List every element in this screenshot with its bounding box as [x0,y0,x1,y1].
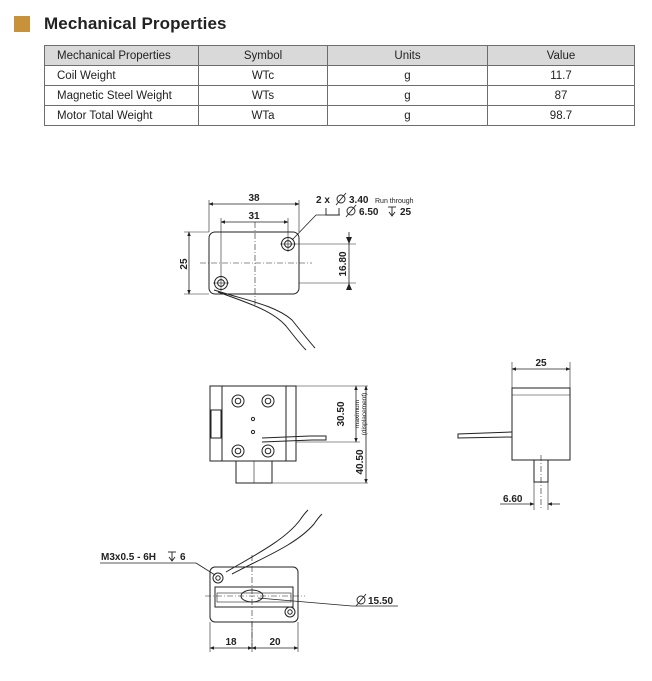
column-header-property: Mechanical Properties [44,45,199,66]
side-view-body [511,387,571,461]
counterbore-depth: 25 [400,207,412,218]
dim-top-width-inner: 31 [248,211,260,222]
thread-callout: M3x0.5 - 6H [101,552,156,563]
counterbore-dia: 6.50 [359,207,379,218]
front-view-labels: 30.50 40.50 maximum (displacement) [336,393,368,475]
thread-depth: 6 [180,552,186,563]
table-cell-symbol: WTc [198,65,328,86]
bottom-view [100,509,398,652]
table-header-row: Mechanical Properties Symbol Units Value [44,45,635,66]
table-cell-value: 98.7 [487,105,635,126]
diameter-icon [335,192,347,206]
table-row: Motor Total Weight WTa g 98.7 [44,105,635,126]
side-view-labels: 25 6.60 [503,358,547,505]
side-view [457,362,571,510]
hole-callout-dia: 3.40 [349,195,369,206]
counterbore-icon [325,208,340,216]
hole-callout-note: Run through [375,198,414,205]
dim-side-width: 25 [535,358,547,369]
top-view [184,200,356,351]
mechanical-properties-table: Mechanical Properties Symbol Units Value… [44,45,635,126]
dim-bottom-diameter: 15.50 [368,596,393,607]
diameter-icon [345,204,357,218]
hole-callout-prefix: 2 x [316,195,330,206]
front-view-body [209,385,297,462]
table-cell-property: Motor Total Weight [44,105,199,126]
section-header: Mechanical Properties [14,13,227,35]
front-view [209,385,368,484]
dim-bottom-right: 20 [269,637,281,648]
dim-top-height: 25 [179,258,190,270]
dim-bottom-left: 18 [225,637,237,648]
column-header-symbol: Symbol [198,45,328,66]
displacement-note-line2: (displacement) [361,393,368,436]
depth-icon [168,551,176,562]
dim-front-height: 30.50 [336,401,347,426]
bottom-view-wire [225,509,309,573]
dim-top-width-outer: 38 [248,193,260,204]
top-view-wire [213,289,316,349]
dim-hole-offset: 16.80 [338,251,349,276]
column-header-value: Value [487,45,635,66]
column-header-units: Units [327,45,488,66]
dim-shaft: 6.60 [503,494,523,505]
diameter-icon [355,593,367,607]
bottom-view-labels: M3x0.5 - 6H 6 15.50 18 20 [101,551,393,648]
depth-icon [388,206,396,217]
table-cell-symbol: WTa [198,105,328,126]
dim-front-total: 40.50 [355,449,366,474]
section-accent-square [14,16,30,32]
displacement-note-line1: maximum [354,400,361,428]
top-view-labels: 38 31 25 16.80 2 x 3.40 Run through 6.50… [179,192,414,277]
bottom-view-body [209,566,299,623]
section-title: Mechanical Properties [44,14,227,33]
